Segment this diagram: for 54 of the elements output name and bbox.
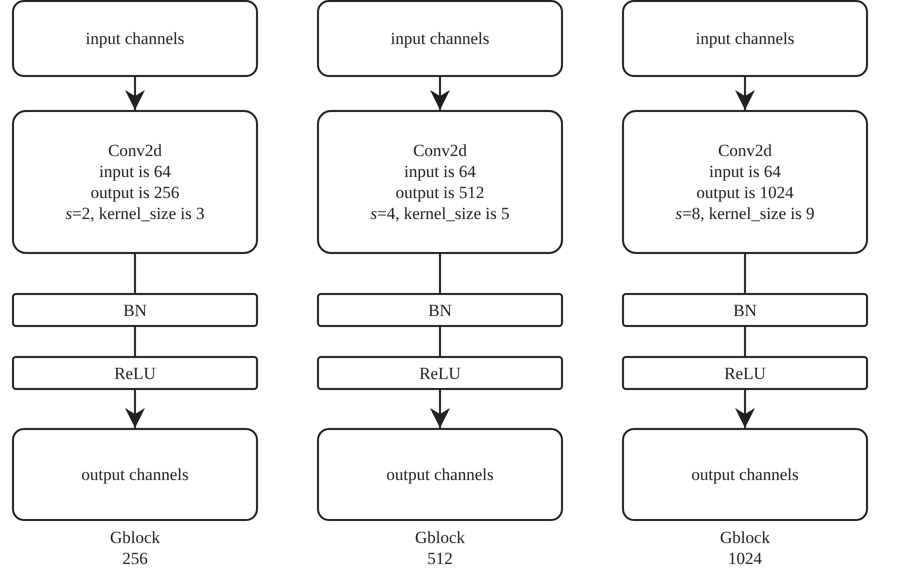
node-text: s=2, kernel_size is 3 <box>66 203 204 224</box>
node-text: output is 1024 <box>696 182 794 203</box>
input-box <box>622 0 868 77</box>
output-box <box>317 428 563 521</box>
node-text: input channels <box>696 28 794 49</box>
node-text: BN <box>123 300 147 320</box>
node-text: ReLU <box>724 362 766 384</box>
connector-line <box>134 327 136 356</box>
node-text: input is 64 <box>99 161 171 182</box>
connector-line <box>125 77 145 110</box>
conv-box <box>317 110 563 254</box>
connector-line <box>735 77 755 110</box>
node-text: Conv2d <box>413 140 467 161</box>
node-text: output channels <box>81 464 189 485</box>
node-text: input channels <box>390 28 490 49</box>
node-text: Conv2d <box>108 140 162 161</box>
node-text: input is 64 <box>404 161 476 182</box>
output-box <box>622 428 868 521</box>
connector-line <box>744 254 746 293</box>
node-text: input is 64 <box>709 161 781 182</box>
layer-box <box>12 356 258 390</box>
conv-box <box>622 110 868 254</box>
conv-box <box>12 110 258 254</box>
node-text: output is 256 <box>90 182 180 203</box>
connector-line <box>744 327 746 356</box>
layer-box <box>317 293 563 327</box>
block-caption: Gblock 512 <box>414 527 466 569</box>
connector-line <box>735 390 755 428</box>
node-text: output channels <box>691 464 799 485</box>
node-text: input channels <box>86 28 184 49</box>
connector-line <box>439 254 441 293</box>
connector-line <box>430 390 450 428</box>
node-text: BN <box>733 300 757 320</box>
node-text: s=8, kernel_size is 9 <box>676 203 814 224</box>
layer-box <box>622 356 868 390</box>
node-text: output channels <box>386 464 494 485</box>
input-box <box>317 0 563 77</box>
connector-line <box>125 390 145 428</box>
node-text: output is 512 <box>396 182 484 203</box>
connector-line <box>134 254 136 293</box>
connector-line <box>430 77 450 110</box>
block-caption: Gblock 256 <box>108 527 162 569</box>
layer-box <box>622 293 868 327</box>
input-box <box>12 0 258 77</box>
node-text: ReLU <box>114 362 156 384</box>
connector-line <box>439 327 441 356</box>
block-caption: Gblock 1024 <box>718 527 772 569</box>
layer-box <box>317 356 563 390</box>
output-box <box>12 428 258 521</box>
node-text: BN <box>428 300 452 320</box>
node-text: ReLU <box>419 362 461 384</box>
layer-box <box>12 293 258 327</box>
node-text: Conv2d <box>718 140 772 161</box>
node-text: s=4, kernel_size is 5 <box>370 203 510 224</box>
